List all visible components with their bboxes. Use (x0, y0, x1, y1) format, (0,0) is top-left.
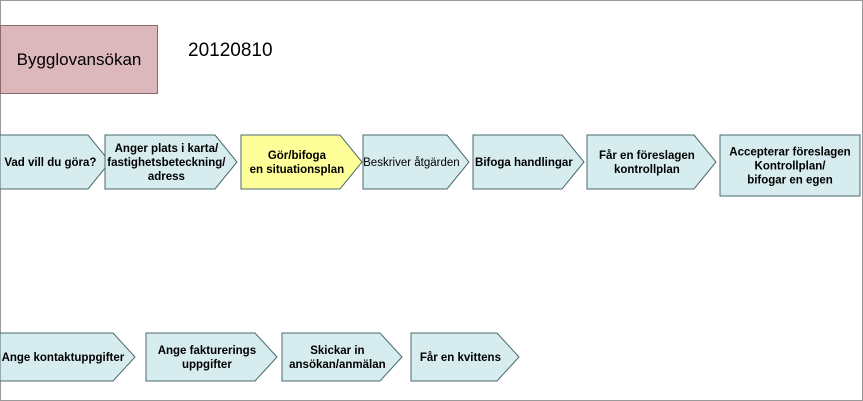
step-shape (240, 134, 363, 190)
title-box: Bygglovansökan (0, 25, 158, 94)
step-shape (104, 134, 238, 190)
step-shape (719, 134, 861, 197)
step-label-line: Accepterar föreslagen (729, 147, 850, 159)
row1-step-2: Anger plats i karta/fastighetsbeteckning… (104, 134, 238, 190)
flow-row-1: Vad vill du göra? Anger plats i karta/fas… (0, 134, 861, 197)
row1-step-5: Bifoga handlingar (472, 134, 585, 190)
step-label-line: Får en föreslagen (599, 150, 695, 162)
row2-step-3: Skickar in ansökan/anmälan (281, 332, 403, 382)
step-shape (472, 134, 585, 190)
row2-step-4: Får en kvittens (410, 332, 520, 382)
step-label-line: Beskriver åtgärden (363, 157, 460, 169)
step-shape (281, 332, 403, 382)
step-shape (410, 332, 520, 382)
step-label-line: bifogar en egen (747, 175, 833, 187)
row1-step-4: Beskriver åtgärden (362, 134, 470, 190)
step-label-line: Bifoga handlingar (475, 157, 573, 169)
step-shape (362, 134, 470, 190)
step-shape (0, 134, 111, 190)
step-shape (0, 332, 136, 382)
date-label: 20120810 (188, 40, 273, 61)
row1-step-7: Accepterar föreslagenKontrollplan/bifoga… (719, 134, 861, 197)
step-label-line: kontrollplan (614, 164, 680, 176)
row2-step-2: Ange fakturerings uppgifter (145, 332, 278, 382)
step-label-line: Anger plats i karta/ (115, 143, 219, 155)
row1-step-6: Får en föreslagen kontrollplan (586, 134, 717, 190)
step-label-line: Gör/bifoga (268, 150, 327, 162)
step-label-line: Skickar in (310, 345, 364, 357)
step-label-line: ansökan/anmälan (289, 359, 386, 371)
step-label-line: Vad vill du göra? (4, 157, 96, 169)
step-label-line: adress (148, 171, 185, 183)
step-label-line: fastighetsbeteckning/ (107, 157, 226, 169)
step-label-line: en situationsplan (250, 164, 345, 176)
step-label-line: Ange kontaktuppgifter (2, 352, 125, 364)
step-label-line: uppgifter (182, 359, 232, 371)
row2-step-1: Ange kontaktuppgifter (0, 332, 136, 382)
step-label-line: Kontrollplan/ (755, 161, 827, 173)
row1-step-1: Vad vill du göra? (0, 134, 111, 190)
row1-step-3: Gör/bifoga en situationsplan (240, 134, 363, 190)
step-label-line: Får en kvittens (420, 352, 501, 364)
step-label-line: Ange fakturerings (158, 345, 256, 357)
flow-row-2: Ange kontaktuppgifter Ange fakturerings up… (0, 332, 520, 382)
step-shape (145, 332, 278, 382)
title-text: Bygglovansökan (16, 49, 142, 69)
step-shape (586, 134, 717, 190)
